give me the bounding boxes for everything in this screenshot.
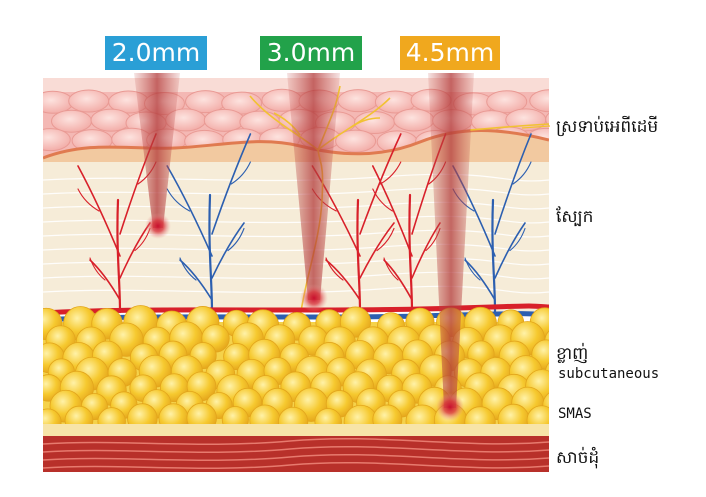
smas-layer [43, 424, 549, 436]
focal-point-3mm [300, 284, 328, 312]
label-subcutaneous: subcutaneous [558, 366, 660, 382]
focal-point-2mm [145, 213, 171, 239]
label-epidermis: ស្រទាប់អេពីដេមី [556, 117, 659, 137]
beam-3mm [287, 73, 340, 312]
focal-point-4.5mm [436, 393, 464, 421]
label-muscle: សាច់ដុំ [556, 448, 600, 468]
muscle-fibers [43, 437, 549, 469]
label-dermis: ស្បែក [556, 207, 594, 227]
leader-epidermis [521, 125, 551, 129]
depth-badge-4.5mm: 4.5mm [397, 33, 503, 73]
label-smas: SMAS [558, 406, 592, 422]
depth-badge-3mm: 3.0mm [257, 33, 365, 73]
collagen-fibers [43, 173, 549, 294]
label-fat: ខ្លាញ់ [556, 344, 589, 364]
muscle-layer [43, 436, 549, 472]
beam-4.5mm [428, 73, 474, 421]
beam-2mm [134, 73, 180, 239]
fat-cells [43, 305, 549, 440]
depth-badge-2mm: 2.0mm [102, 33, 210, 73]
